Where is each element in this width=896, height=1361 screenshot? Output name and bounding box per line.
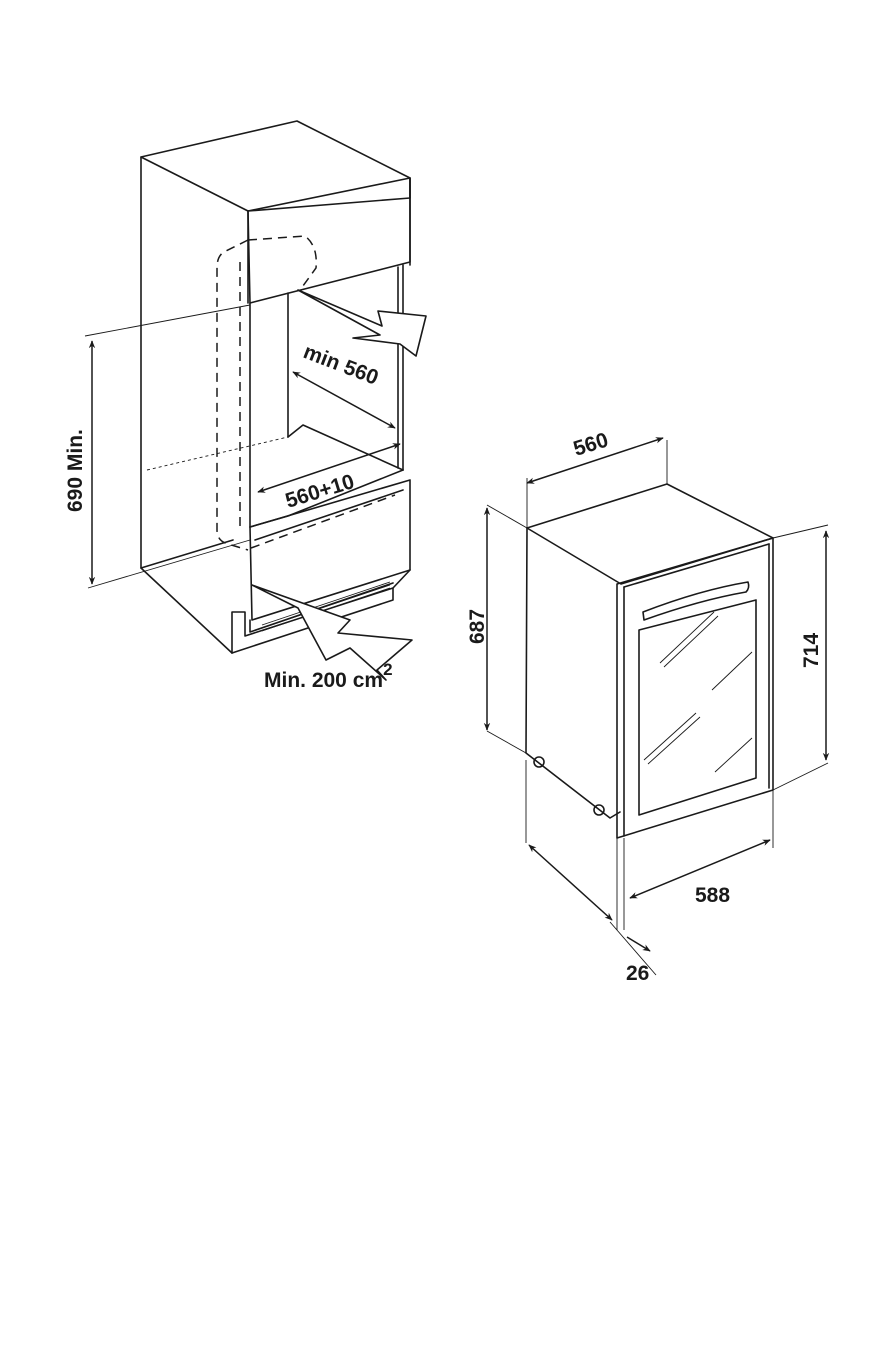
door-thickness-label: 26 bbox=[626, 962, 649, 985]
appliance-body-height-label: 687 bbox=[466, 609, 489, 644]
vent-area-value: Min. 200 cm bbox=[264, 669, 383, 692]
appliance-side-depth-dim-line bbox=[529, 845, 612, 920]
appliance-total-height-label: 714 bbox=[800, 633, 823, 668]
appliance-width-label: 560 bbox=[571, 429, 611, 461]
appliance-depth-label: 588 bbox=[695, 884, 730, 907]
door-thickness-dim-line bbox=[627, 937, 650, 951]
niche-height-label: 690 Min. bbox=[64, 429, 87, 512]
appliance-body bbox=[487, 440, 828, 975]
cabinet-niche bbox=[85, 121, 410, 653]
depth-dim-line bbox=[293, 372, 395, 428]
vent-area-exponent: 2 bbox=[383, 660, 392, 679]
